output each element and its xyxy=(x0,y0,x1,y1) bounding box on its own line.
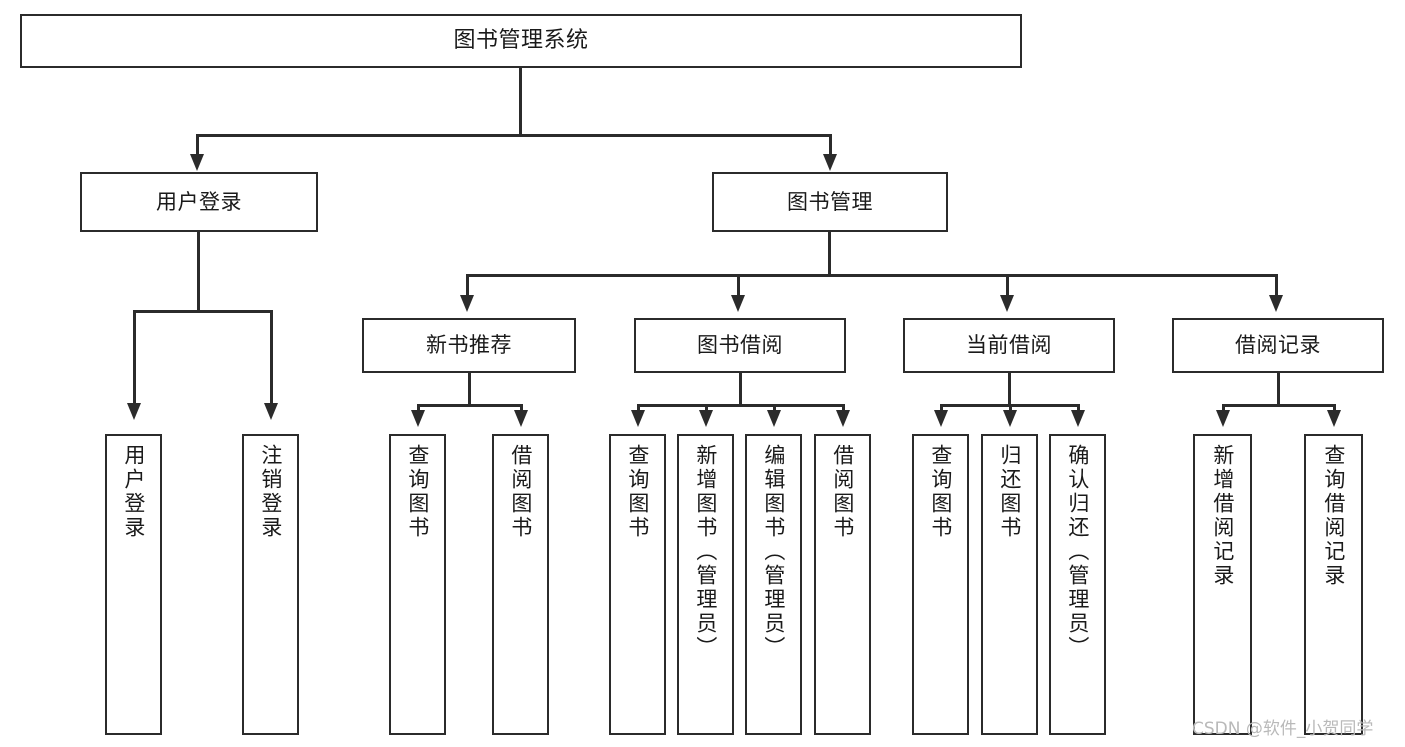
edge-book-mgmt-bus xyxy=(466,274,1278,277)
node-new-book-recommend[interactable]: 新书推荐 xyxy=(362,318,576,373)
arrowhead-borrow xyxy=(731,295,745,312)
leaf-current-confirm-return-admin[interactable]: 确认归还（管理员） xyxy=(1049,434,1106,735)
edge-root-to-book-mgmt xyxy=(829,134,832,156)
node-label: 确认归还（管理员） xyxy=(1065,444,1090,660)
edge-root-to-user-login xyxy=(196,134,199,156)
node-current-borrow[interactable]: 当前借阅 xyxy=(903,318,1115,373)
arrowhead-current-leaf1 xyxy=(934,410,948,427)
edge-record-bus xyxy=(1222,404,1336,407)
edge-book-mgmt-to-record xyxy=(1275,274,1278,297)
edge-book-mgmt-to-current xyxy=(1006,274,1009,297)
node-label: 图书管理系统 xyxy=(453,28,589,54)
leaf-borrow-add-admin[interactable]: 新增图书（管理员） xyxy=(677,434,734,735)
leaf-user-login-login[interactable]: 用户登录 xyxy=(105,434,162,735)
leaf-borrow-edit-admin[interactable]: 编辑图书（管理员） xyxy=(745,434,802,735)
node-label: 新增借阅记录 xyxy=(1210,444,1235,588)
edge-borrow-leaf1 xyxy=(637,404,640,414)
node-book-borrow[interactable]: 图书借阅 xyxy=(634,318,846,373)
edge-record-leaf2 xyxy=(1333,404,1336,414)
edge-borrow-leaf4 xyxy=(842,404,845,414)
arrowhead-borrow-leaf2 xyxy=(699,410,713,427)
arrowhead-current xyxy=(1000,295,1014,312)
leaf-record-query[interactable]: 查询借阅记录 xyxy=(1304,434,1363,735)
edge-borrow-stem xyxy=(739,373,742,406)
edge-book-mgmt-to-borrow xyxy=(737,274,740,297)
edge-root-bus xyxy=(196,134,832,137)
leaf-newbook-query[interactable]: 查询图书 xyxy=(389,434,446,735)
edge-user-login-leaf1 xyxy=(133,310,136,405)
node-label: 新书推荐 xyxy=(426,333,512,358)
edge-borrow-leaf2 xyxy=(705,404,708,414)
edge-borrow-leaf3 xyxy=(773,404,776,414)
node-label: 新增图书（管理员） xyxy=(693,444,718,660)
node-label: 图书管理 xyxy=(787,189,873,214)
node-book-management[interactable]: 图书管理 xyxy=(712,172,948,232)
leaf-newbook-borrow[interactable]: 借阅图书 xyxy=(492,434,549,735)
node-label: 注销登录 xyxy=(258,444,283,540)
node-user-login[interactable]: 用户登录 xyxy=(80,172,318,232)
leaf-borrow-borrow[interactable]: 借阅图书 xyxy=(814,434,871,735)
arrowhead-user-login-leaf1 xyxy=(127,403,141,420)
node-label: 用户登录 xyxy=(121,444,146,540)
node-label: 查询图书 xyxy=(625,444,650,540)
arrowhead-newbook-leaf1 xyxy=(411,410,425,427)
node-borrow-record[interactable]: 借阅记录 xyxy=(1172,318,1384,373)
edge-newbook-leaf1 xyxy=(417,404,420,414)
arrowhead-record-leaf2 xyxy=(1327,410,1341,427)
edge-record-leaf1 xyxy=(1222,404,1225,414)
arrowhead-borrow-leaf4 xyxy=(836,410,850,427)
leaf-user-login-logout[interactable]: 注销登录 xyxy=(242,434,299,735)
edge-user-login-bus xyxy=(133,310,273,313)
edge-record-stem xyxy=(1277,373,1280,406)
node-label: 借阅记录 xyxy=(1235,333,1321,358)
edge-current-leaf2 xyxy=(1009,404,1012,414)
node-label: 当前借阅 xyxy=(966,333,1052,358)
leaf-current-query[interactable]: 查询图书 xyxy=(912,434,969,735)
edge-current-leaf3 xyxy=(1077,404,1080,414)
node-label: 借阅图书 xyxy=(830,444,855,540)
node-label: 编辑图书（管理员） xyxy=(761,444,786,660)
arrowhead-record xyxy=(1269,295,1283,312)
arrowhead-current-leaf3 xyxy=(1071,410,1085,427)
arrowhead-user-login-leaf2 xyxy=(264,403,278,420)
node-label: 查询图书 xyxy=(928,444,953,540)
edge-book-mgmt-stem xyxy=(828,232,831,276)
edge-user-login-leaf2 xyxy=(270,310,273,405)
leaf-record-add[interactable]: 新增借阅记录 xyxy=(1193,434,1252,735)
node-label: 查询图书 xyxy=(405,444,430,540)
edge-newbook-stem xyxy=(468,373,471,406)
arrowhead-current-leaf2 xyxy=(1003,410,1017,427)
leaf-current-return[interactable]: 归还图书 xyxy=(981,434,1038,735)
arrowhead-newbook xyxy=(460,295,474,312)
node-label: 用户登录 xyxy=(156,189,242,214)
node-label: 归还图书 xyxy=(997,444,1022,540)
edge-borrow-bus xyxy=(637,404,845,407)
node-label: 图书借阅 xyxy=(697,333,783,358)
edge-newbook-bus xyxy=(417,404,523,407)
node-label: 查询借阅记录 xyxy=(1321,444,1346,588)
edge-newbook-leaf2 xyxy=(520,404,523,414)
edge-user-login-stem xyxy=(197,232,200,312)
node-label: 借阅图书 xyxy=(508,444,533,540)
edge-root-stem xyxy=(519,68,522,134)
arrowhead-to-book-mgmt xyxy=(823,154,837,171)
arrowhead-newbook-leaf2 xyxy=(514,410,528,427)
node-root-system[interactable]: 图书管理系统 xyxy=(20,14,1022,68)
leaf-borrow-query[interactable]: 查询图书 xyxy=(609,434,666,735)
edge-current-stem xyxy=(1008,373,1011,406)
arrowhead-borrow-leaf1 xyxy=(631,410,645,427)
edge-current-leaf1 xyxy=(940,404,943,414)
arrowhead-record-leaf1 xyxy=(1216,410,1230,427)
arrowhead-to-user-login xyxy=(190,154,204,171)
arrowhead-borrow-leaf3 xyxy=(767,410,781,427)
edge-book-mgmt-to-newbook xyxy=(466,274,469,297)
csdn-watermark: CSDN @软件_小贺同学 xyxy=(1192,719,1374,739)
